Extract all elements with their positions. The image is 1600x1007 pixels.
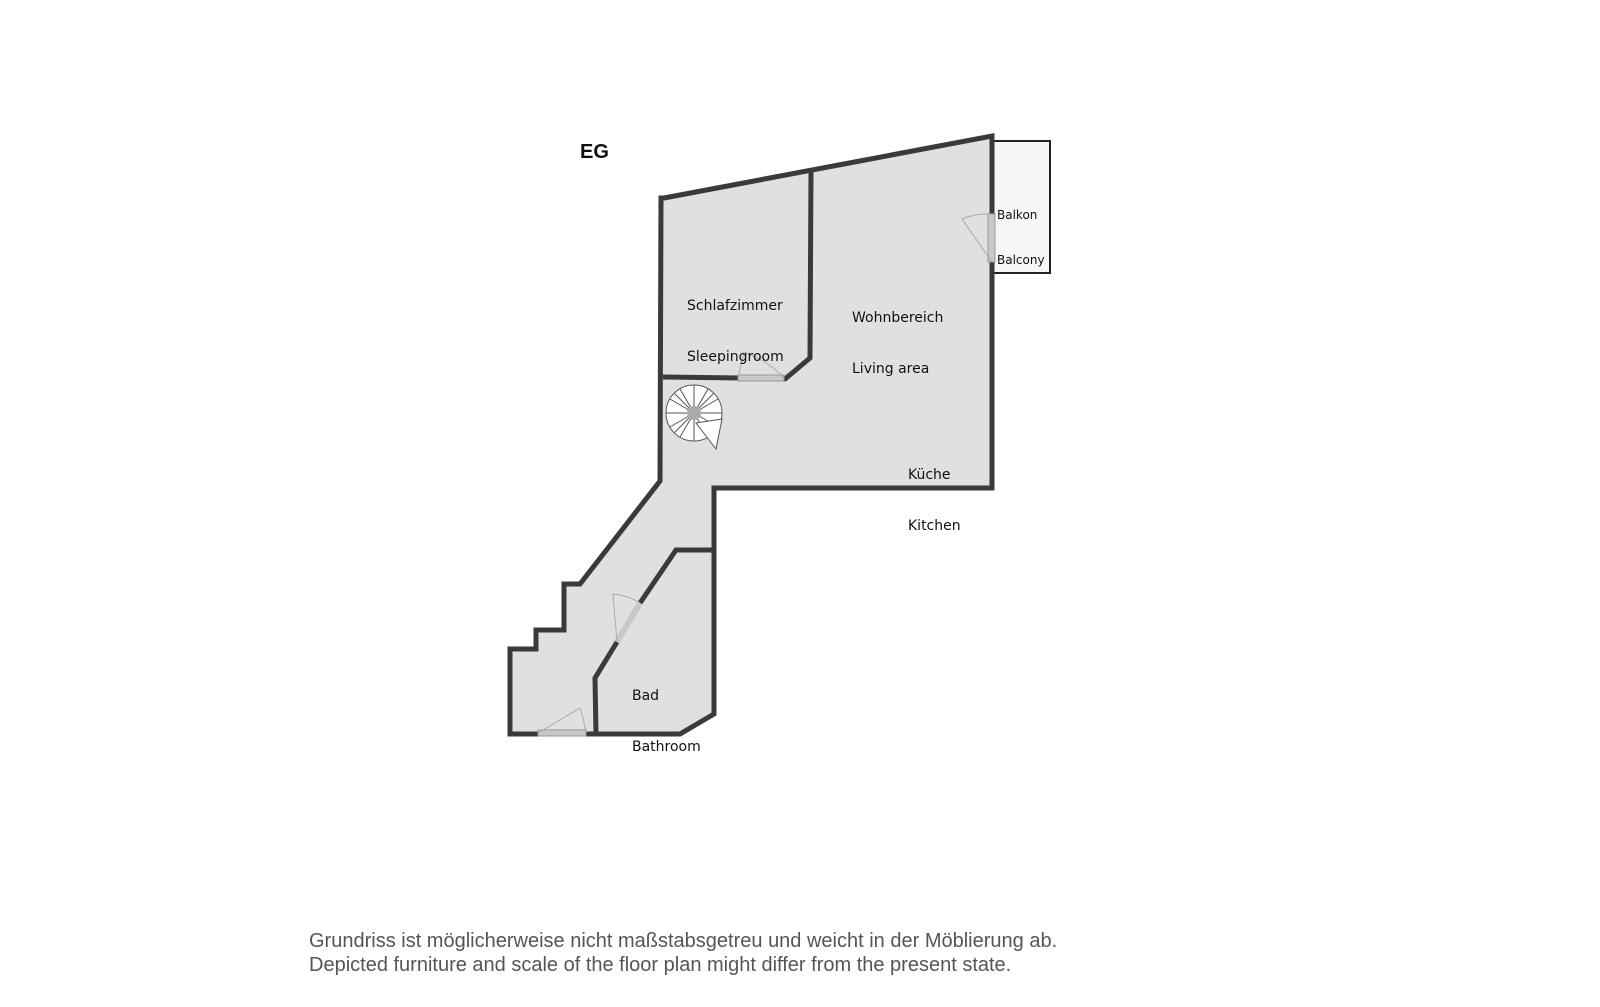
balcony-door-icon — [961, 213, 996, 263]
bathroom-wall — [637, 547, 714, 605]
bedroom-wall-bottom — [662, 374, 741, 381]
room-label-sleepingroom: Schlafzimmer Sleepingroom — [687, 264, 784, 383]
room-label-bathroom: Bad Bathroom — [632, 654, 701, 773]
apartment-outline — [507, 132, 995, 737]
spiral-staircase-icon — [665, 384, 723, 451]
entrance-door-icon — [537, 707, 587, 737]
room-name-en: Kitchen — [908, 518, 961, 534]
disclaimer: Grundriss ist möglicherweise nicht maßst… — [309, 929, 1057, 977]
floor-label: EG — [580, 141, 609, 163]
disclaimer-en: Depicted furniture and scale of the floo… — [309, 954, 1012, 976]
room-name-de: Schlafzimmer — [687, 298, 783, 314]
bedroom-door-icon — [737, 351, 785, 382]
disclaimer-de: Grundriss ist möglicherweise nicht maßst… — [309, 930, 1058, 952]
room-name-en: Bathroom — [632, 739, 701, 755]
room-label-kitchen: Küche Kitchen — [908, 433, 961, 552]
room-name-de: Bad — [632, 688, 660, 704]
room-label-balcony: Balkon Balcony — [997, 178, 1045, 283]
bathroom-wall-lower — [592, 640, 620, 735]
room-name-de: Wohnbereich — [852, 310, 944, 326]
room-name-en: Sleepingroom — [687, 349, 784, 365]
room-name-de: Balkon — [997, 208, 1038, 222]
room-name-en: Living area — [852, 361, 930, 377]
bathroom-door-icon — [612, 593, 643, 644]
room-label-living-area: Wohnbereich Living area — [852, 276, 943, 395]
room-name-en: Balcony — [997, 253, 1045, 267]
room-name-de: Küche — [908, 467, 951, 483]
